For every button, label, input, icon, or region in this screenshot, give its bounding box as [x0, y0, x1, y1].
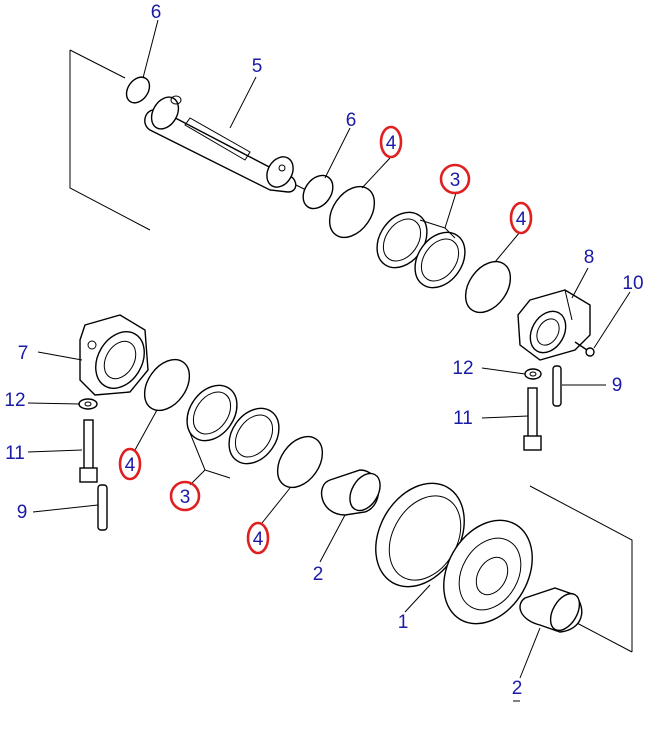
callout-lines: [27, 19, 631, 679]
callout-4-upper: 4: [386, 133, 397, 154]
callout-4-upper-right: 4: [516, 209, 527, 230]
callout-2-right: 2: [512, 678, 523, 699]
o-ring-4-upper-right: [464, 260, 512, 314]
callout-10: 10: [622, 273, 643, 294]
roller-part-1: [375, 482, 533, 625]
shaft-part-5: [144, 95, 297, 193]
callout-3-upper: 3: [450, 170, 461, 191]
callout-9-left: 9: [17, 502, 28, 523]
callout-12-left: 12: [4, 390, 25, 411]
callout-11-right: 11: [453, 408, 473, 429]
bolt-part-10: [574, 341, 595, 357]
callout-labels: 6 5 6 4 3 4 8 10 7 12 11 9 4 3 4 2 1 2 1…: [4, 2, 643, 699]
o-ring-6-top: [125, 76, 151, 104]
seal-3-upper-b: [414, 231, 466, 289]
callout-6-top: 6: [151, 2, 162, 23]
callout-11-left: 11: [5, 443, 25, 464]
bushing-2-left: [320, 469, 381, 516]
o-ring-6-second: [302, 174, 334, 210]
highlight-marks: [118, 125, 533, 555]
callout-4-lower-left: 4: [125, 455, 136, 476]
washer-12-left: [78, 398, 98, 410]
callout-6-second: 6: [346, 110, 357, 131]
callout-12-right: 12: [452, 358, 473, 379]
bushing-2-right: [519, 587, 583, 633]
callout-8: 8: [584, 247, 595, 268]
o-ring-4-lower-right: [276, 435, 324, 489]
washer-12-right: [524, 368, 542, 380]
callout-5: 5: [252, 56, 263, 77]
seal-3-upper-a: [376, 211, 428, 269]
callout-2-left: 2: [313, 564, 324, 585]
seal-3-lower-b: [228, 407, 280, 465]
callout-9-right: 9: [612, 375, 623, 396]
callout-7: 7: [18, 343, 29, 364]
seal-3-lower-a: [186, 384, 238, 442]
upper-axis-frame: [69, 49, 151, 231]
pin-9-right: [552, 365, 562, 407]
collar-part-8: [517, 289, 591, 361]
o-ring-4-lower-left: [143, 358, 191, 412]
callout-4-lower-right: 4: [253, 529, 264, 550]
collar-part-7: [79, 314, 149, 396]
o-ring-4-upper: [328, 185, 376, 239]
pin-9-left: [97, 484, 108, 531]
callout-3-lower: 3: [180, 487, 191, 508]
bolt-11-left: [79, 419, 98, 483]
bolt-11-right: [523, 387, 542, 451]
lower-axis-frame: [529, 485, 633, 653]
callout-1: 1: [398, 612, 409, 633]
